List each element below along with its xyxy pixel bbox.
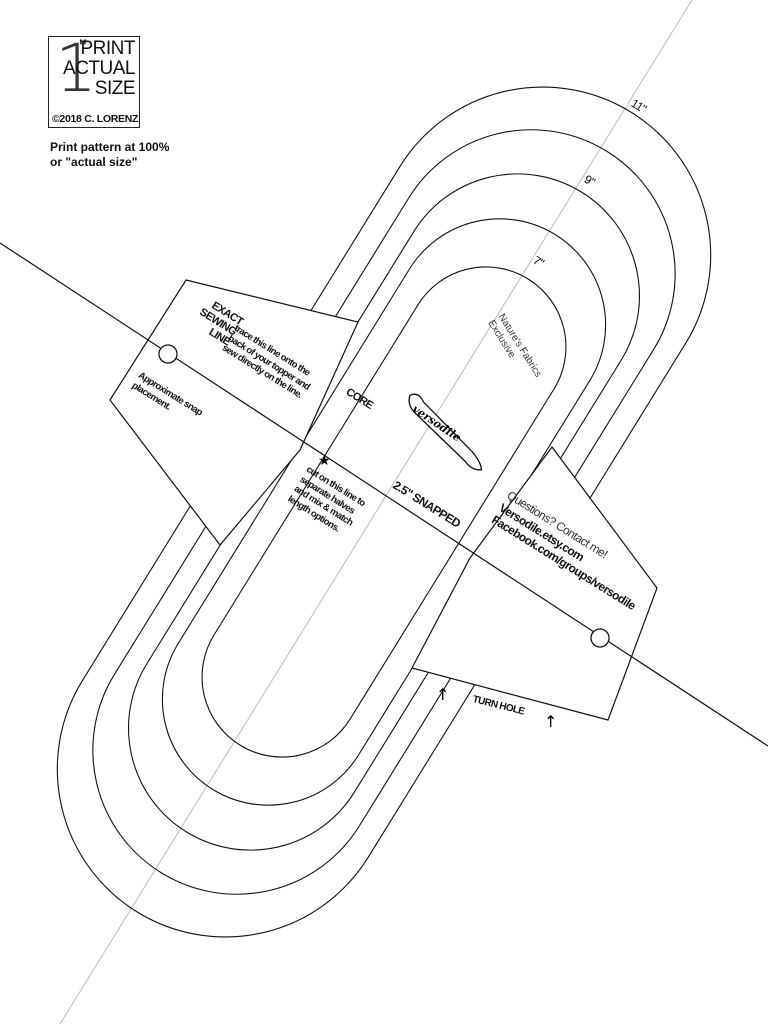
grain-guide-line: [59, 0, 693, 1024]
scale-quote: ": [79, 35, 87, 60]
left-snap-circle: [158, 344, 178, 364]
print-actual-size-label: PRINT ACTUAL SIZE: [63, 38, 135, 99]
scale-digit: 1: [55, 30, 97, 107]
actual-size-box: 1 " PRINT ACTUAL SIZE ©2018 C. LORENZ: [48, 30, 140, 128]
turn-hole-arrow-right-icon: ↑: [544, 712, 557, 731]
pad-outline-11in: [56, 86, 712, 938]
snap-line: [0, 242, 768, 747]
pad-outline-10in: [92, 129, 676, 895]
right-wing: [411, 445, 658, 721]
right-snap-circle: [590, 628, 610, 648]
pad-core-outline: [201, 266, 567, 758]
svg-text:versodile: versodile: [410, 402, 464, 444]
print-note: Print pattern at 100% or "actual size": [50, 140, 170, 169]
turn-hole-arrow-left-icon: ↑: [436, 685, 449, 704]
logo-icon: versodile: [408, 393, 483, 471]
cut-star-icon: ★: [318, 453, 331, 469]
copyright-label: ©2018 C. LORENZ: [52, 113, 139, 125]
